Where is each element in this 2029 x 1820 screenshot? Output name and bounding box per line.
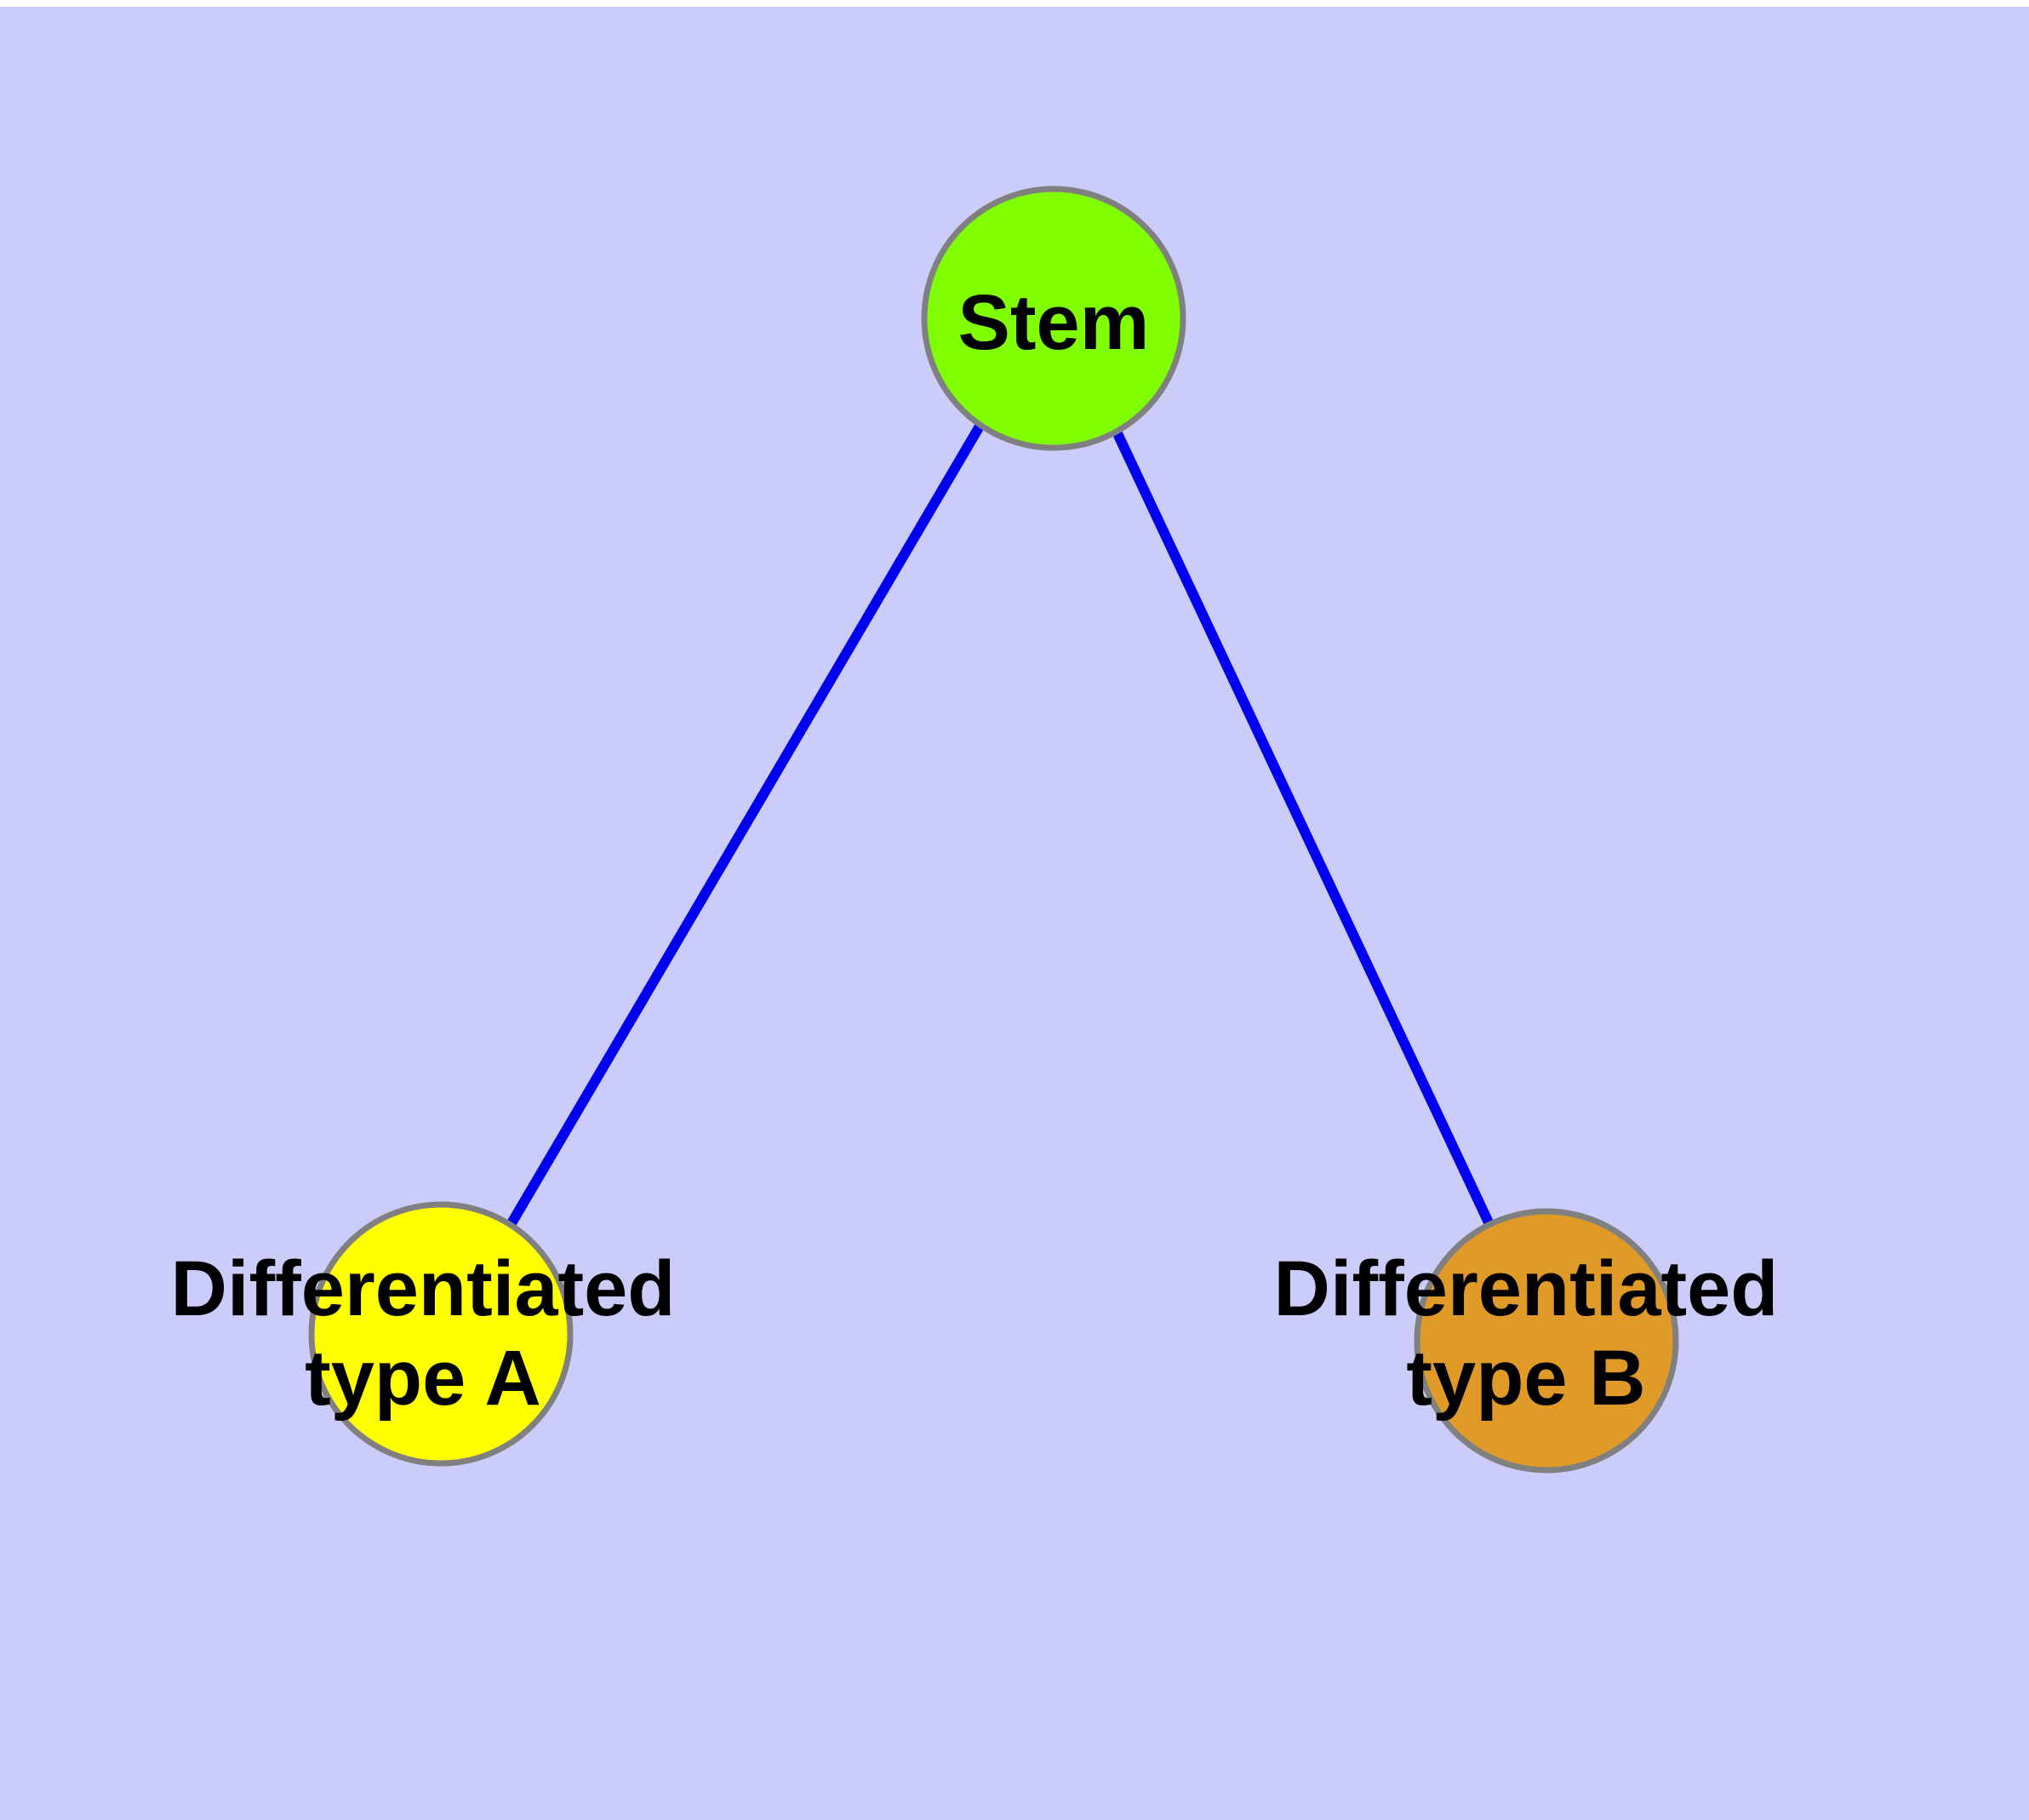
node-circle-stem[interactable] [921, 186, 1186, 451]
node-circle-diff-b[interactable] [1414, 1208, 1679, 1474]
edge-layer [506, 421, 1494, 1227]
node-circle-diff-a[interactable] [308, 1201, 574, 1467]
edge-stem-to-diff-a[interactable] [506, 421, 986, 1227]
edge-stem-to-diff-b[interactable] [1111, 427, 1494, 1225]
node-layer [308, 186, 1679, 1474]
node-label-stem: Stem [958, 279, 1150, 366]
